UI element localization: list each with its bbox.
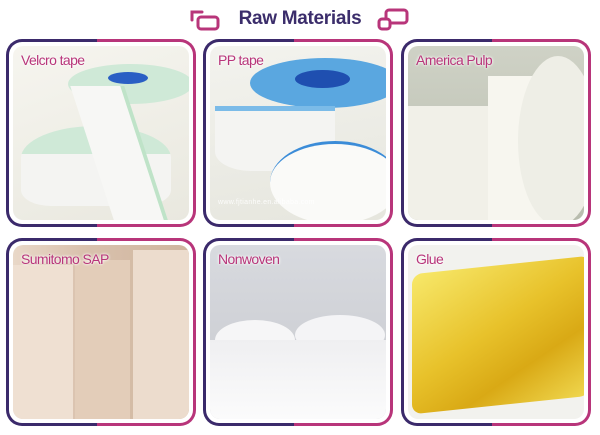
product-card-america-pulp[interactable]: America Pulp	[401, 39, 591, 227]
product-label: Nonwoven	[218, 251, 280, 267]
header: Raw Materials	[0, 0, 600, 38]
product-label: Velcro tape	[21, 52, 85, 68]
watermark: www.fjtianhe.en.alibaba.com	[218, 199, 315, 206]
product-card-glue[interactable]: Glue	[401, 238, 591, 426]
america-pulp-photo: America Pulp	[408, 46, 584, 220]
product-label: America Pulp	[416, 52, 493, 68]
product-card-pp-tape[interactable]: PP tape www.fjtianhe.en.alibaba.com	[203, 39, 393, 227]
sumitomo-sap-photo: Sumitomo SAP	[13, 245, 189, 419]
product-label: PP tape	[218, 52, 264, 68]
product-card-sumitomo-sap[interactable]: Sumitomo SAP	[6, 238, 196, 426]
nonwoven-photo: Nonwoven	[210, 245, 386, 419]
product-card-velcro-tape[interactable]: Velcro tape	[6, 39, 196, 227]
page-title: Raw Materials	[238, 8, 362, 29]
product-label: Sumitomo SAP	[21, 251, 109, 267]
overlapping-squares-icon	[377, 8, 409, 31]
overlapping-squares-icon	[190, 10, 220, 31]
product-label: Glue	[416, 251, 444, 267]
glue-photo: Glue	[408, 245, 584, 419]
velcro-tape-photo: Velcro tape	[13, 46, 189, 220]
pp-tape-photo: PP tape www.fjtianhe.en.alibaba.com	[210, 46, 386, 220]
product-card-nonwoven[interactable]: Nonwoven	[203, 238, 393, 426]
